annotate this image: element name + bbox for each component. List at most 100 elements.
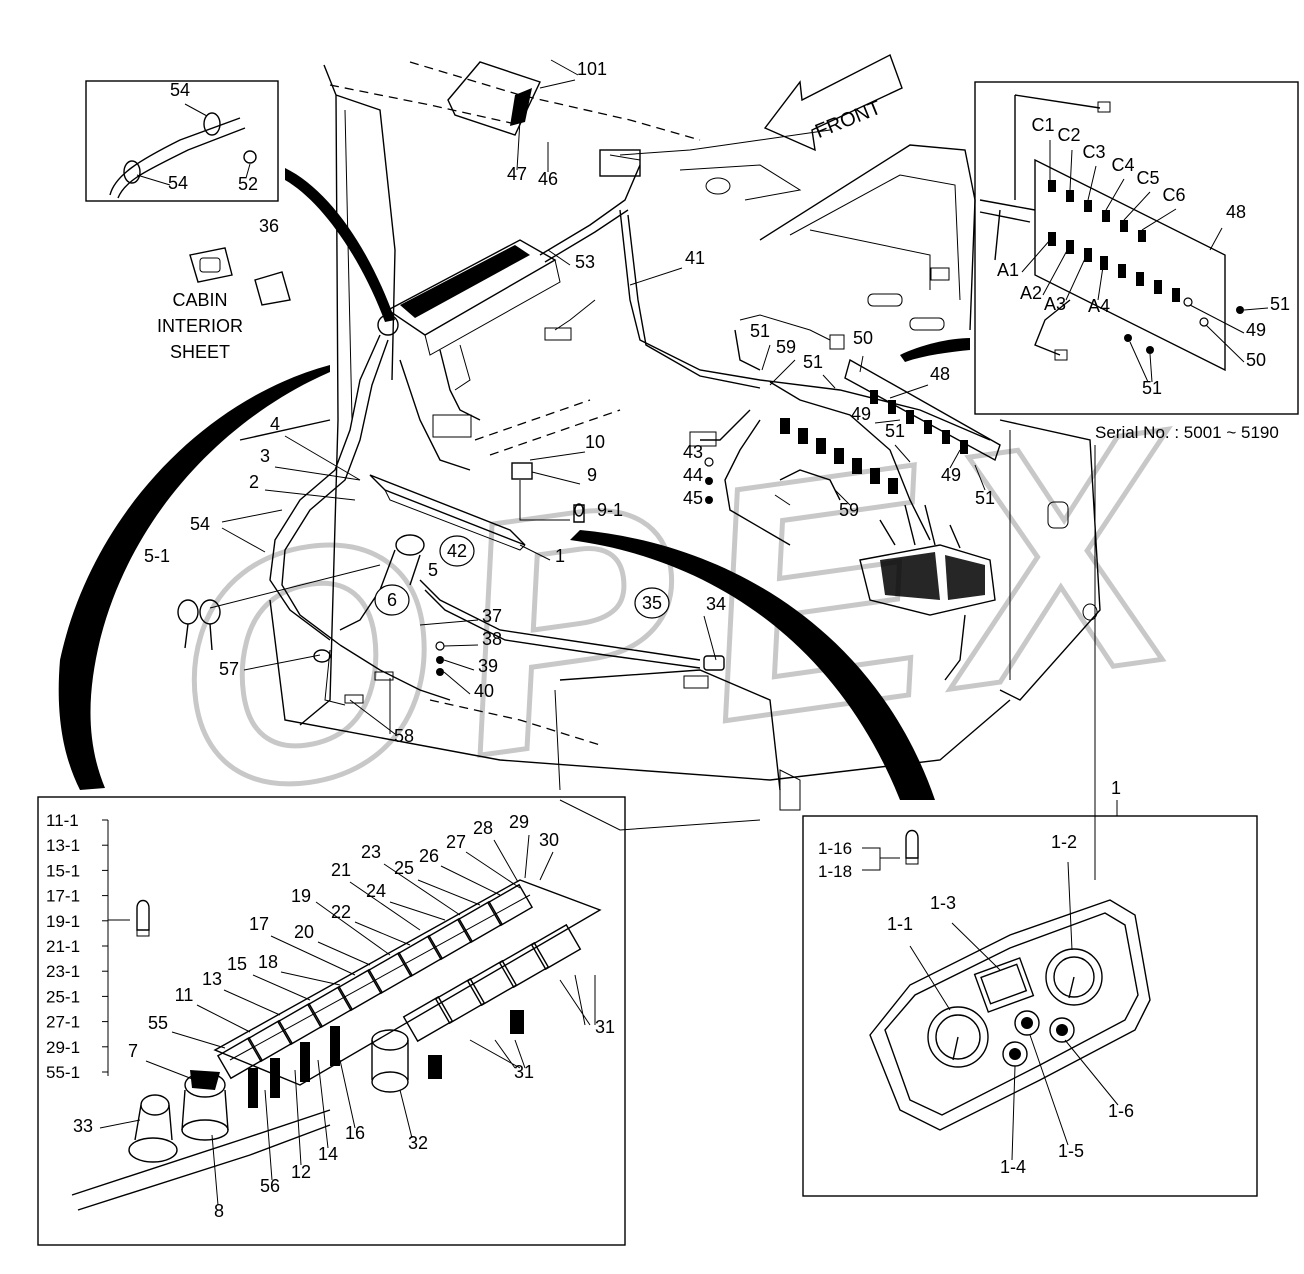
part-label: 31 [514, 1062, 534, 1082]
cabin-structure [239, 61, 1101, 831]
part-label: 29 [509, 812, 529, 832]
part-label: 49 [1246, 320, 1266, 340]
part-label: 54 [168, 173, 188, 193]
part-label: 51 [750, 321, 770, 341]
circled-label-ring [634, 587, 670, 619]
part-label: 59 [839, 500, 859, 520]
part-label: 27 [446, 832, 466, 852]
circled-part-label: 42 [447, 541, 467, 561]
part-label: 54 [190, 514, 210, 534]
part-label: 31 [595, 1017, 615, 1037]
part-label: 11 [175, 985, 194, 1005]
cabin-note-line: INTERIOR [157, 316, 243, 336]
bulb-ref-label: 15-1 [46, 861, 80, 880]
front-arrow-label: FRONT [812, 97, 884, 143]
part-label: 1-2 [1051, 832, 1077, 852]
bulb-ref-label: 23-1 [46, 962, 80, 981]
part-label: 26 [419, 846, 439, 866]
leader-swooshes [58, 168, 970, 800]
bulb-icon [573, 503, 585, 523]
part-label: 33 [73, 1116, 93, 1136]
part-label: 22 [331, 902, 351, 922]
part-label: 49 [941, 465, 961, 485]
part-label: 2 [249, 472, 259, 492]
gauge-panel-ref: 1 [1111, 778, 1121, 798]
circled-part-label: 35 [642, 593, 662, 613]
part-label: 59 [776, 337, 796, 357]
part-label: 51 [1270, 294, 1290, 314]
bulb-ref-label: 13-1 [46, 836, 80, 855]
bulb-ref-label: 19-1 [46, 912, 80, 931]
part-label: 30 [539, 830, 559, 850]
bulb-ref-label: 27-1 [46, 1013, 80, 1032]
part-label: 57 [219, 659, 239, 679]
part-label: 48 [930, 364, 950, 384]
part-label: 17 [249, 914, 269, 934]
part-label: 5-1 [144, 546, 170, 566]
part-label: C2 [1057, 125, 1080, 145]
cabin-interior-note: CABIN INTERIOR SHEET [157, 290, 243, 362]
part-label: 20 [294, 922, 314, 942]
inset-switch-panel: 11-113-115-117-119-121-123-125-127-129-1… [37, 796, 626, 1246]
part-label: 43 [683, 442, 703, 462]
part-label: A1 [997, 260, 1019, 280]
part-label: C1 [1031, 115, 1054, 135]
part-label: 25 [394, 858, 414, 878]
part-label: 56 [260, 1176, 280, 1196]
part-label: 58 [394, 726, 414, 746]
bulb-ref-label: 17-1 [46, 887, 80, 906]
part-label: 16 [345, 1123, 365, 1143]
part-label: 8 [214, 1201, 224, 1221]
part-label: 5 [428, 560, 438, 580]
part-label: 13 [202, 969, 222, 989]
part-label: 14 [318, 1144, 338, 1164]
key-icon [177, 599, 221, 651]
wiring-harness [177, 61, 1001, 706]
circled-label-ring [374, 584, 410, 616]
part-label: 21 [331, 860, 351, 880]
part-label: 1-1 [887, 914, 913, 934]
part-label: C4 [1111, 155, 1134, 175]
part-label: 53 [575, 252, 595, 272]
part-label: 51 [975, 488, 995, 508]
circled-label-ring [439, 535, 475, 567]
part-label: 38 [482, 629, 502, 649]
bulb-ref-label: 1-18 [818, 862, 852, 881]
part-label: 44 [683, 465, 703, 485]
bulb-ref-label: 11-1 [46, 811, 79, 830]
part-label: 46 [538, 169, 558, 189]
cabin-note-line: SHEET [170, 342, 230, 362]
part-label: 37 [482, 606, 502, 626]
part-label: 1 [555, 546, 565, 566]
part-label: 9-1 [597, 500, 623, 520]
bulb-ref-label: 29-1 [46, 1038, 80, 1057]
part-label: C3 [1082, 142, 1105, 162]
bulb-ref-label: 25-1 [46, 987, 80, 1006]
part-label: 32 [408, 1133, 428, 1153]
bulb-icon [136, 899, 150, 937]
part-label: 23 [361, 842, 381, 862]
part-label: A3 [1044, 294, 1066, 314]
part-label: 12 [291, 1162, 311, 1182]
part-label: 1-4 [1000, 1157, 1026, 1177]
circled-part-labels: 42 6 35 [374, 535, 670, 619]
part-label: 101 [577, 59, 607, 79]
part-label: 9 [587, 465, 597, 485]
part-label: 19 [291, 886, 311, 906]
part-label: 18 [258, 952, 278, 972]
inset-gauge-cluster: 1 1-161-18 1-21-31-11-61-51-4 [802, 778, 1258, 1197]
part-label: 1-5 [1058, 1141, 1084, 1161]
part-label: 52 [238, 174, 258, 194]
part-label: 40 [474, 681, 494, 701]
part-label: 51 [885, 421, 905, 441]
part-label: 55 [148, 1013, 168, 1033]
bulb-icon [905, 829, 919, 865]
front-arrow: FRONT [763, 54, 903, 152]
part-label: 1-6 [1108, 1101, 1134, 1121]
bulb-ref-label: 55-1 [46, 1063, 80, 1082]
part-label: A2 [1020, 283, 1042, 303]
circled-part-label: 6 [387, 590, 397, 610]
part-label: C6 [1162, 185, 1185, 205]
part-label: 54 [170, 80, 190, 100]
